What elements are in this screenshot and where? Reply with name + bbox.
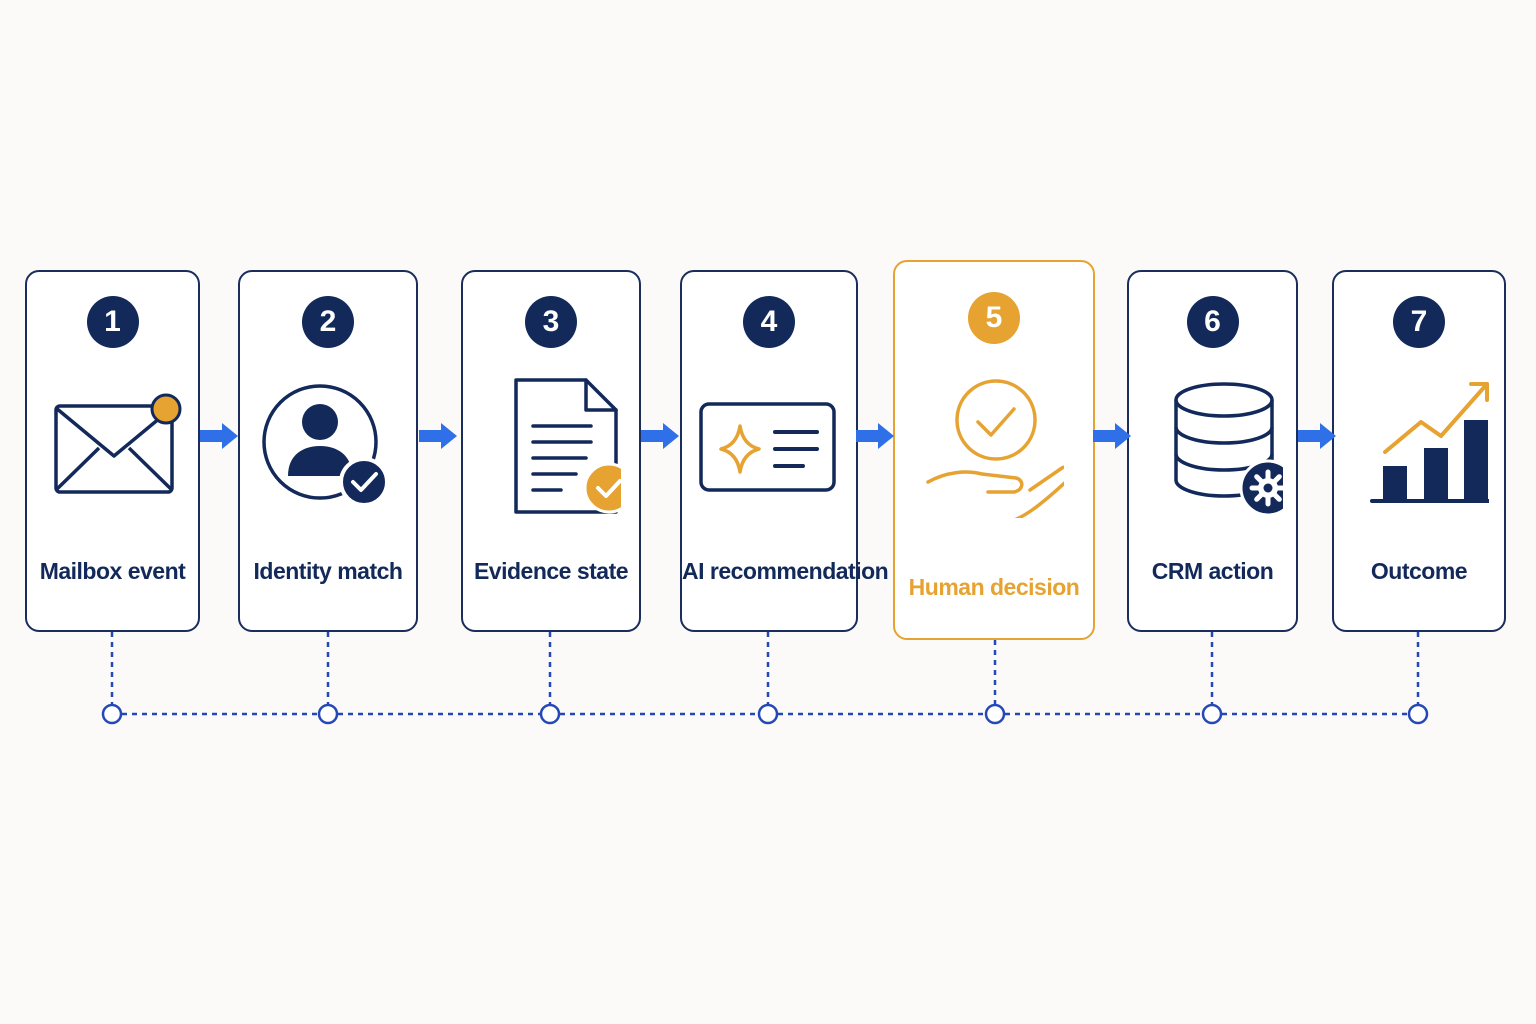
flow-arrow-icon [1298,423,1336,449]
ai-sparkle-card-icon [699,376,839,516]
step-number-badge: 1 [86,296,139,348]
envelope-notification-icon [43,376,183,516]
step-label: Human decision [908,574,1080,600]
step-label: Mailbox event [39,558,186,584]
step-label: Outcome [1370,558,1468,584]
step-number-badge: 6 [1186,296,1239,348]
step-card-mailbox-event[interactable]: 1 Mailbox event [25,270,200,632]
flow-arrow-icon [200,423,238,449]
growth-chart-icon [1349,376,1489,516]
flow-arrow-icon [856,423,894,449]
timeline-node [1201,703,1223,725]
flow-arrow-icon [641,423,679,449]
step-number-badge: 3 [525,296,577,348]
user-verified-icon [258,376,398,516]
step-number-badge: 2 [302,296,354,348]
step-card-crm-action[interactable]: 6 CRM action [1127,270,1298,632]
step-number-badge: 4 [743,296,795,348]
flow-arrow-icon [419,423,457,449]
step-label: AI recommendation [682,558,889,584]
database-gear-icon [1143,376,1283,516]
flow-arrow-icon [1093,423,1131,449]
step-label: CRM action [1151,558,1274,584]
step-number-badge: 7 [1393,296,1445,348]
step-card-evidence-state[interactable]: 3 Evidence state [461,270,641,632]
step-label: Identity match [253,558,403,584]
timeline-node [757,703,779,725]
timeline-node [317,703,339,725]
step-card-outcome[interactable]: 7 Outcome [1332,270,1506,632]
hand-approval-icon [924,378,1064,518]
step-label: Evidence state [473,558,629,584]
step-card-ai-recommendation[interactable]: 4 AI recommendation [680,270,889,632]
timeline-node [1407,703,1429,725]
timeline-connector [101,632,1429,725]
document-check-icon [481,376,621,516]
step-number-badge: 5 [968,292,1020,344]
step-card-identity-match[interactable]: 2 Identity match [238,270,418,632]
timeline-node [984,703,1006,725]
timeline-node [101,703,123,725]
timeline-node [539,703,561,725]
step-card-human-decision[interactable]: 5 Human decision [893,260,1095,640]
